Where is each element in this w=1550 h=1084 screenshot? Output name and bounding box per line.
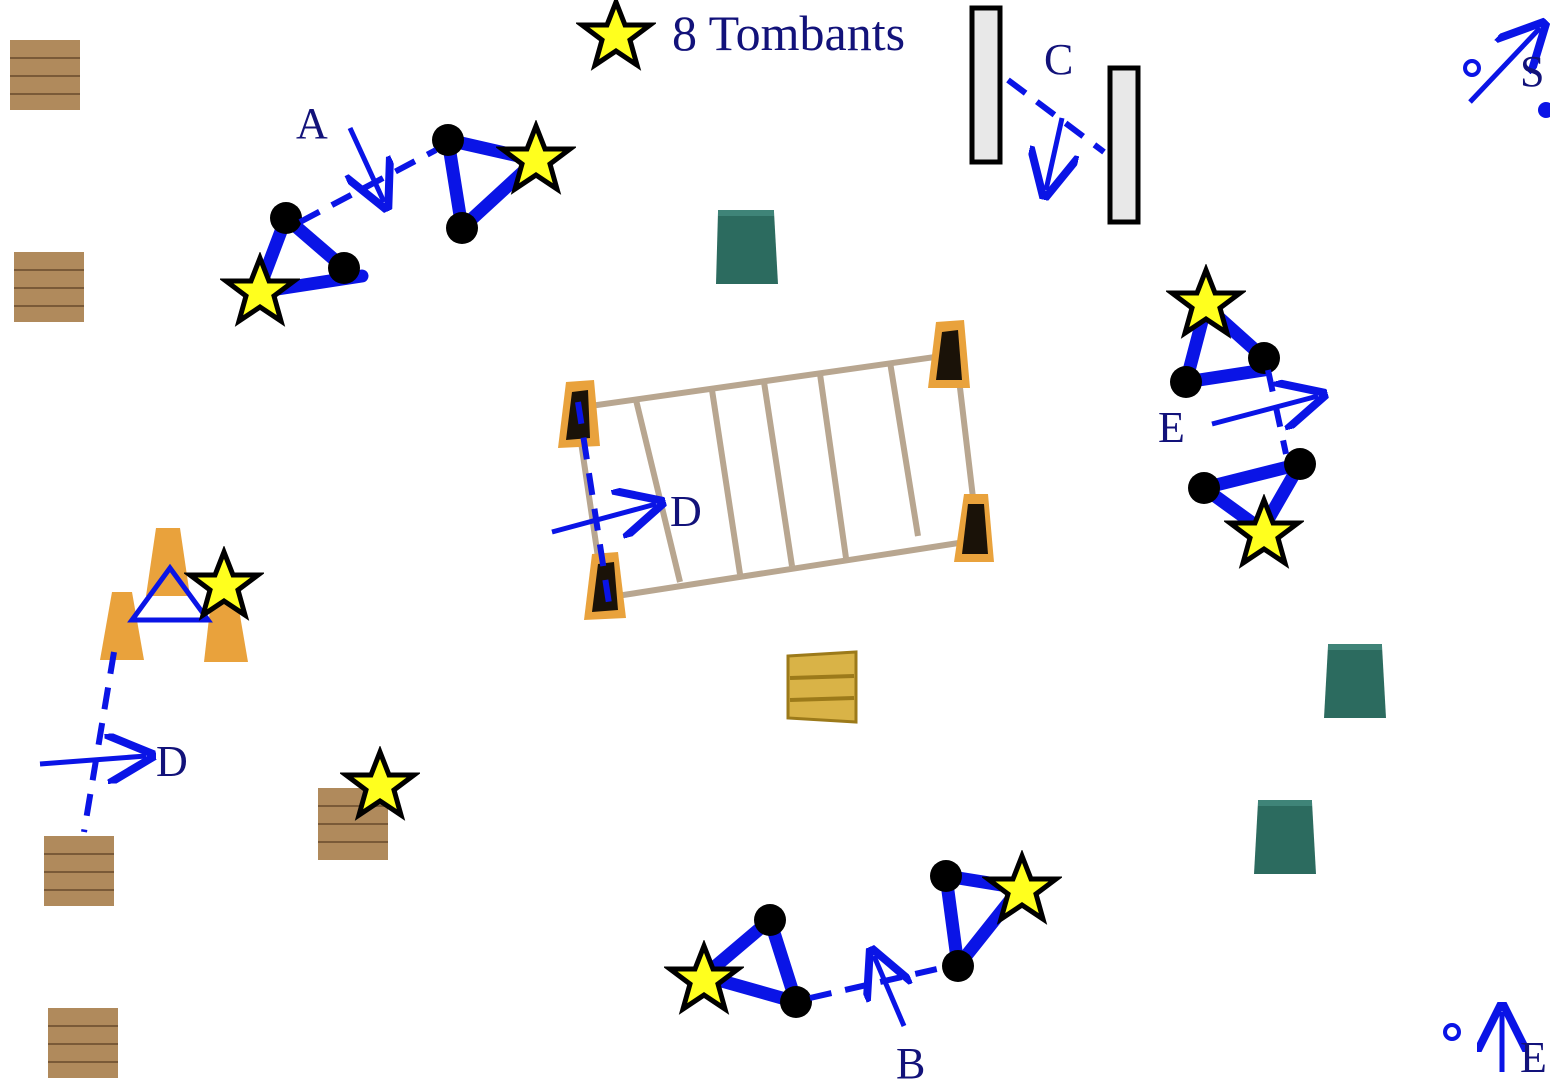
start-marker: S (1465, 28, 1550, 118)
arrow-d-center (552, 504, 656, 532)
cone-start-line (84, 652, 114, 832)
label-a: A (296, 99, 328, 148)
pallet (10, 40, 80, 110)
star-icon (582, 2, 650, 65)
label-b: B (896, 1039, 925, 1084)
pole-triangle-e2 (1188, 448, 1316, 530)
label-s: S (1520, 47, 1544, 96)
legend-text: 8 Tombants (672, 5, 905, 61)
large-cone (100, 592, 144, 660)
gate-panel-left (972, 8, 1000, 162)
finish-marker: E (1445, 1012, 1547, 1082)
arrow-e (1212, 396, 1318, 424)
gate-panel-right (1110, 68, 1138, 222)
barrel (1324, 644, 1386, 718)
ladder-bridge (576, 354, 978, 598)
pallet (44, 836, 114, 906)
label-d-left: D (156, 737, 188, 786)
arrow-a (350, 128, 384, 202)
combination-a-line (300, 150, 436, 222)
small-cone (928, 320, 970, 388)
star-icon (226, 258, 294, 321)
arrow-c (1046, 118, 1062, 190)
label-e: E (1158, 403, 1185, 452)
small-cone (954, 494, 994, 562)
legend: 8 Tombants (582, 2, 905, 65)
wooden-crate (788, 652, 856, 722)
pallet (14, 252, 84, 322)
arrow-b (874, 956, 904, 1026)
barrel (716, 210, 778, 284)
pallet-stack (10, 40, 388, 1078)
label-d-center: D (670, 487, 702, 536)
label-e-finish: E (1520, 1033, 1547, 1082)
label-c: C (1044, 35, 1073, 84)
combination-e-line (1268, 370, 1286, 454)
pallet (48, 1008, 118, 1078)
barrel (1254, 800, 1316, 874)
